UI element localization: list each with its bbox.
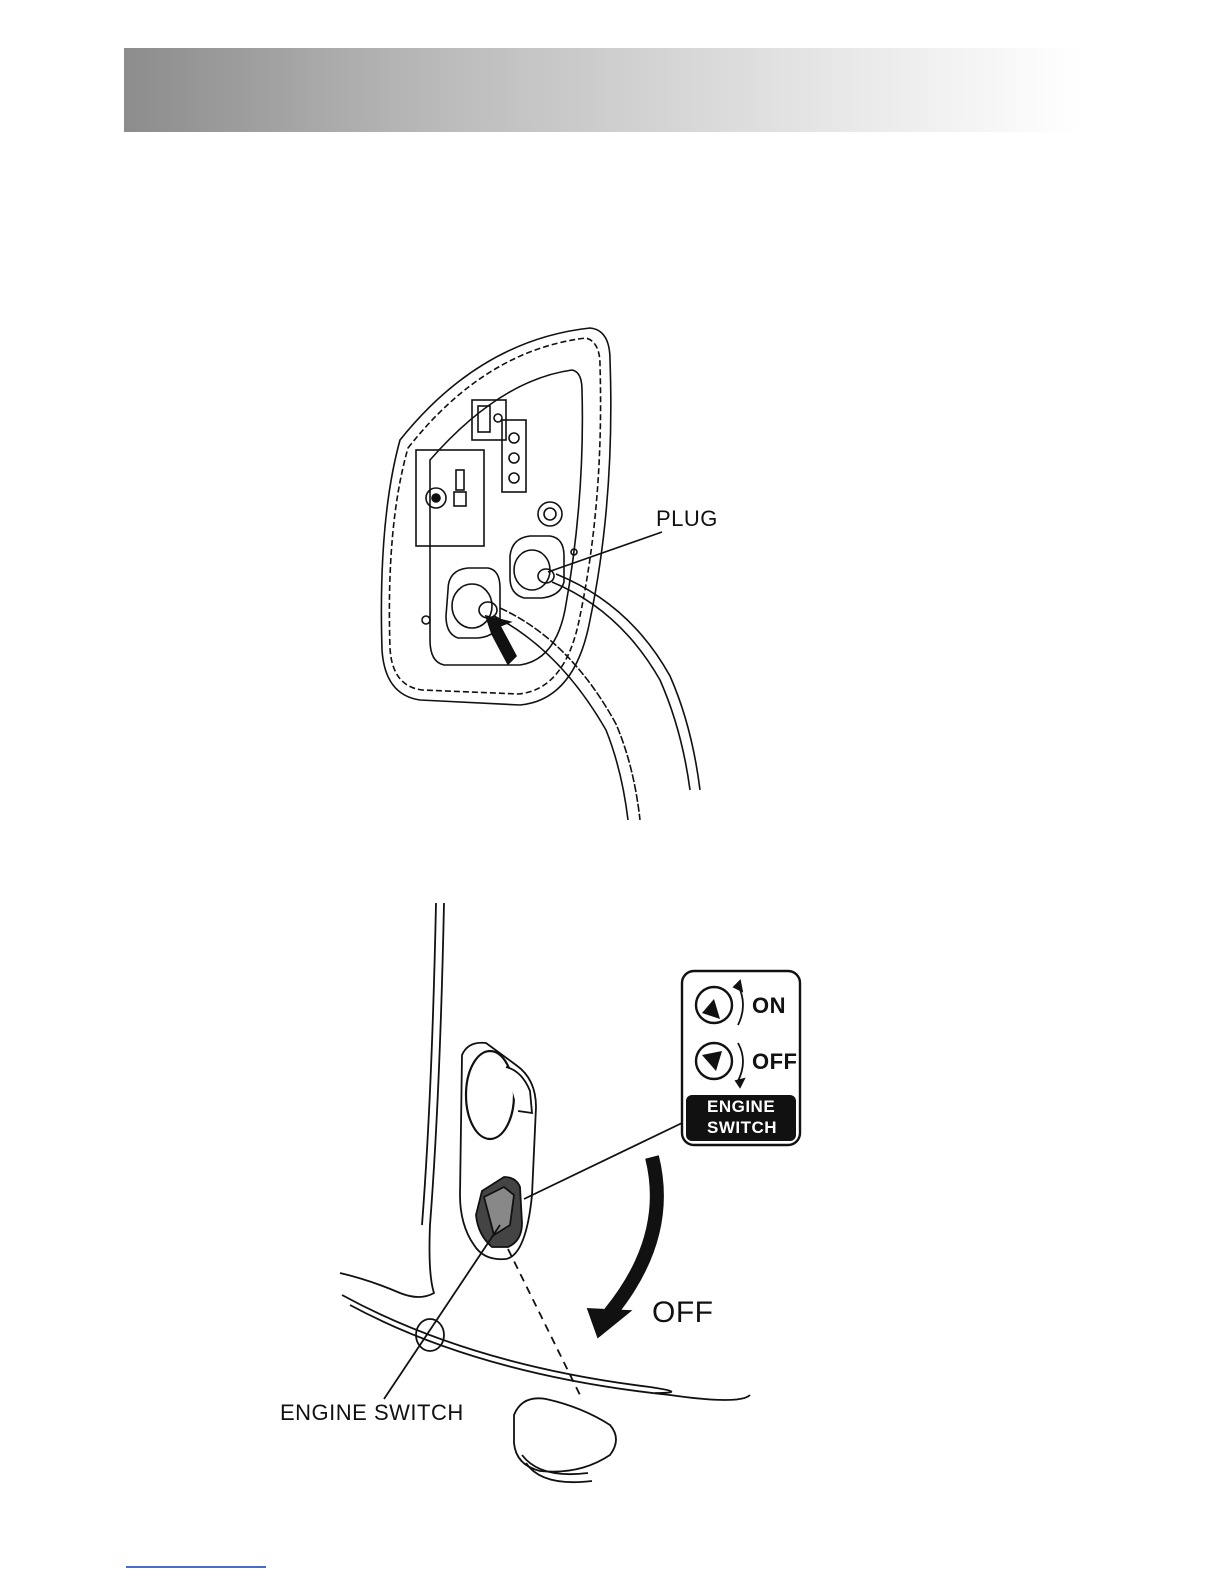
control-panel-illustration [360,320,740,820]
badge-on-label: ON [752,993,786,1019]
off-label: OFF [652,1296,714,1330]
section-header-bar [124,48,1082,132]
footer-link-rule [126,1566,266,1568]
badge-switch-label: SWITCH [707,1118,777,1138]
plug-label: PLUG [656,506,718,532]
badge-engine-label: ENGINE [707,1097,775,1117]
badge-off-label: OFF [752,1049,798,1075]
engine-switch-label: ENGINE SWITCH [280,1400,464,1426]
